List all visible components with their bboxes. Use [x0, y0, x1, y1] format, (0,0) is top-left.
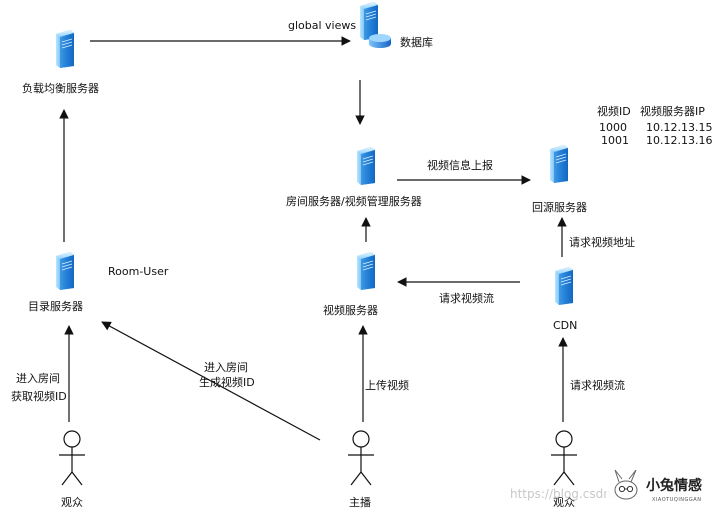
- server-icon: [356, 252, 376, 290]
- table-header-video-id: 视频ID: [597, 104, 631, 118]
- actor-head: [352, 430, 370, 448]
- server-icon: [55, 252, 75, 290]
- global-views-label: global views: [288, 19, 356, 32]
- table-cell-ip: 10.12.13.15: [646, 121, 712, 134]
- actor-head: [555, 430, 573, 448]
- load-balancer-node: 负载均衡服务器: [22, 30, 99, 95]
- viewer-left-actor: 观众: [59, 430, 85, 509]
- brand-subtitle: XIAOTUQINGGAN: [652, 497, 701, 503]
- room-server-node: 房间服务器/视频管理服务器: [286, 147, 422, 208]
- video-mapping-table: 视频ID 视频服务器IP 1000 10.12.13.15 1001 10.12…: [597, 104, 712, 147]
- load-balancer-label: 负载均衡服务器: [22, 81, 99, 95]
- anchor-actor: 主播: [348, 430, 374, 509]
- request-stream-viewer-label: 请求视频流: [570, 378, 625, 392]
- cdn-node: CDN: [553, 266, 577, 332]
- database-node: 数据库: [359, 2, 433, 49]
- server-icon: [554, 266, 574, 306]
- video-info-report-label: 视频信息上报: [427, 158, 493, 172]
- cdn-label: CDN: [553, 319, 577, 332]
- csdn-watermark: https://blog.csdn.n: [510, 487, 622, 501]
- room-user-label: Room-User: [108, 265, 169, 278]
- viewer-enter-room-label: 进入房间: [16, 372, 60, 385]
- server-icon: [549, 145, 569, 183]
- server-icon: [359, 2, 379, 40]
- table-cell-id: 1001: [601, 134, 629, 147]
- table-cell-ip: 10.12.13.16: [646, 134, 712, 147]
- anchor-gen-id-label: 生成视频ID: [199, 375, 255, 389]
- server-icon: [356, 147, 376, 185]
- directory-server-label: 目录服务器: [28, 300, 83, 313]
- server-icon: [55, 30, 75, 68]
- room-server-label: 房间服务器/视频管理服务器: [286, 194, 422, 208]
- directory-server-node: 目录服务器: [28, 252, 83, 313]
- database-label: 数据库: [400, 35, 433, 49]
- origin-server-node: 回源服务器: [532, 145, 587, 214]
- video-server-label: 视频服务器: [323, 303, 378, 317]
- disk-icon: [369, 34, 391, 48]
- anchor-label: 主播: [349, 495, 371, 509]
- upload-video-label: 上传视频: [365, 378, 409, 392]
- viewer-right-label: 观众: [553, 496, 575, 509]
- request-stream-cdn-label: 请求视频流: [439, 291, 494, 305]
- edge-anchor-to-dir: [101, 321, 321, 441]
- actor-head: [63, 430, 81, 448]
- request-video-addr-label: 请求视频地址: [569, 235, 635, 249]
- table-header-server-ip: 视频服务器IP: [640, 104, 705, 118]
- rabbit-icon: [614, 469, 638, 500]
- viewer-get-id-label: 获取视频ID: [11, 389, 67, 403]
- table-cell-id: 1000: [599, 121, 627, 134]
- viewer-right-actor: 观众: [551, 430, 577, 509]
- video-server-node: 视频服务器: [323, 252, 378, 317]
- anchor-enter-room-label: 进入房间: [204, 361, 248, 374]
- viewer-left-label: 观众: [61, 496, 83, 509]
- brand-logo: 小兔情感 XIAOTUQINGGAN: [606, 467, 724, 512]
- brand-name: 小兔情感: [646, 477, 702, 494]
- origin-server-label: 回源服务器: [532, 200, 587, 214]
